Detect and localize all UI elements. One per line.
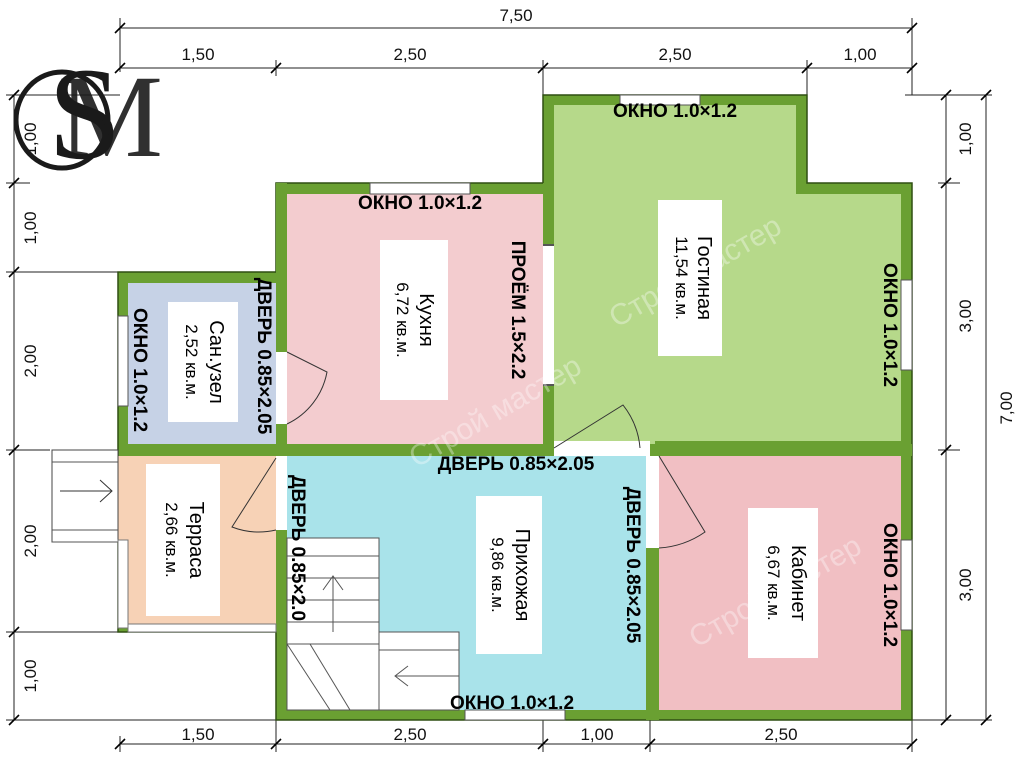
opening-labels: ОКНО 1.0×1.2 ОКНО 1.0×1.2 ПРОЁМ 1.5×2.2 … (129, 101, 900, 714)
dim-bottom-4: 2,50 (764, 725, 797, 744)
dim-top-total: 7,50 (499, 6, 532, 25)
terrace-opening (117, 539, 129, 629)
dimension-lines (6, 18, 992, 752)
label-door-bathroom: ДВЕРЬ 0.85×2.05 (253, 278, 274, 435)
room-labels: Сан.узел 2,52 кв.м. Кухня 6,72 кв.м. Гос… (146, 200, 818, 658)
staircase (286, 537, 460, 711)
room-kitchen-name: Кухня (415, 293, 437, 347)
label-window-bathroom-left: ОКНО 1.0×1.2 (129, 308, 150, 432)
dim-bottom-3: 1,00 (580, 725, 613, 744)
dim-left-4: 2,00 (21, 524, 40, 557)
dim-right-3: 3,00 (956, 568, 975, 601)
room-hallway-name: Прихожая (511, 529, 533, 622)
doors (231, 351, 706, 549)
dim-top-2: 2,50 (393, 45, 426, 64)
room-living-fill (554, 105, 901, 448)
room-office-name: Кабинет (787, 545, 809, 621)
terrace-bottom-rail (127, 623, 277, 633)
dim-top-1: 1,50 (181, 45, 214, 64)
logo: S M (13, 40, 163, 187)
room-bathroom-name: Сан.узел (205, 320, 227, 403)
label-door-office: ДВЕРЬ 0.85×2.05 (622, 487, 643, 644)
passage-kitchen-living (543, 245, 554, 385)
label-window-hallway-bottom: ОКНО 1.0×1.2 (450, 693, 574, 714)
label-window-kitchen-top: ОКНО 1.0×1.2 (358, 193, 482, 214)
dim-top-4: 1,00 (843, 45, 876, 64)
window-office-right (900, 539, 913, 631)
label-window-office-right: ОКНО 1.0×1.2 (879, 523, 900, 647)
dim-right-1: 1,00 (956, 122, 975, 155)
label-window-living-right: ОКНО 1.0×1.2 (879, 263, 900, 387)
room-living-area: 11,54 кв.м. (672, 236, 691, 320)
room-terrace-area: 2,66 кв.м. (162, 502, 181, 577)
window-living-right (900, 279, 913, 371)
room-kitchen-area: 6,72 кв.м. (393, 282, 412, 357)
dim-right-2: 3,00 (956, 299, 975, 332)
door-terrace-swing (231, 457, 277, 533)
terrace-steps (51, 449, 119, 543)
room-living-name: Гостиная (693, 236, 715, 320)
door-living-swing (553, 404, 641, 449)
dim-bottom-1: 1,50 (181, 725, 214, 744)
dim-left-3: 2,00 (21, 344, 40, 377)
dim-right-total: 7,00 (997, 391, 1016, 424)
label-door-living: ДВЕРЬ 0.85×2.05 (438, 454, 595, 475)
room-hallway-area: 9,86 кв.м. (488, 537, 507, 612)
logo-m: M (58, 51, 163, 182)
dim-bottom-2: 2,50 (393, 725, 426, 744)
door-office-swing (658, 455, 706, 549)
room-terrace-name: Терраса (185, 502, 207, 580)
window-kitchen-top (369, 182, 471, 195)
dimension-ticks (8, 22, 992, 750)
windows (117, 94, 913, 721)
room-office-area: 6,67 кв.м. (764, 545, 783, 620)
label-door-terrace: ДВЕРЬ 0.85×2.0 (287, 475, 308, 621)
label-window-living-top: ОКНО 1.0×1.2 (613, 101, 737, 122)
dim-left-5: 1,00 (21, 659, 40, 692)
dim-top-3: 2,50 (658, 45, 691, 64)
window-living-top (619, 94, 701, 106)
window-hallway-bottom (464, 709, 566, 721)
dim-left-2: 1,00 (21, 211, 40, 244)
logo-swirl (13, 69, 111, 171)
room-bathroom-area: 2,52 кв.м. (182, 324, 201, 399)
door-bathroom-swing (286, 351, 328, 425)
label-passage: ПРОЁМ 1.5×2.2 (507, 241, 528, 380)
window-bathroom-left (117, 315, 129, 407)
